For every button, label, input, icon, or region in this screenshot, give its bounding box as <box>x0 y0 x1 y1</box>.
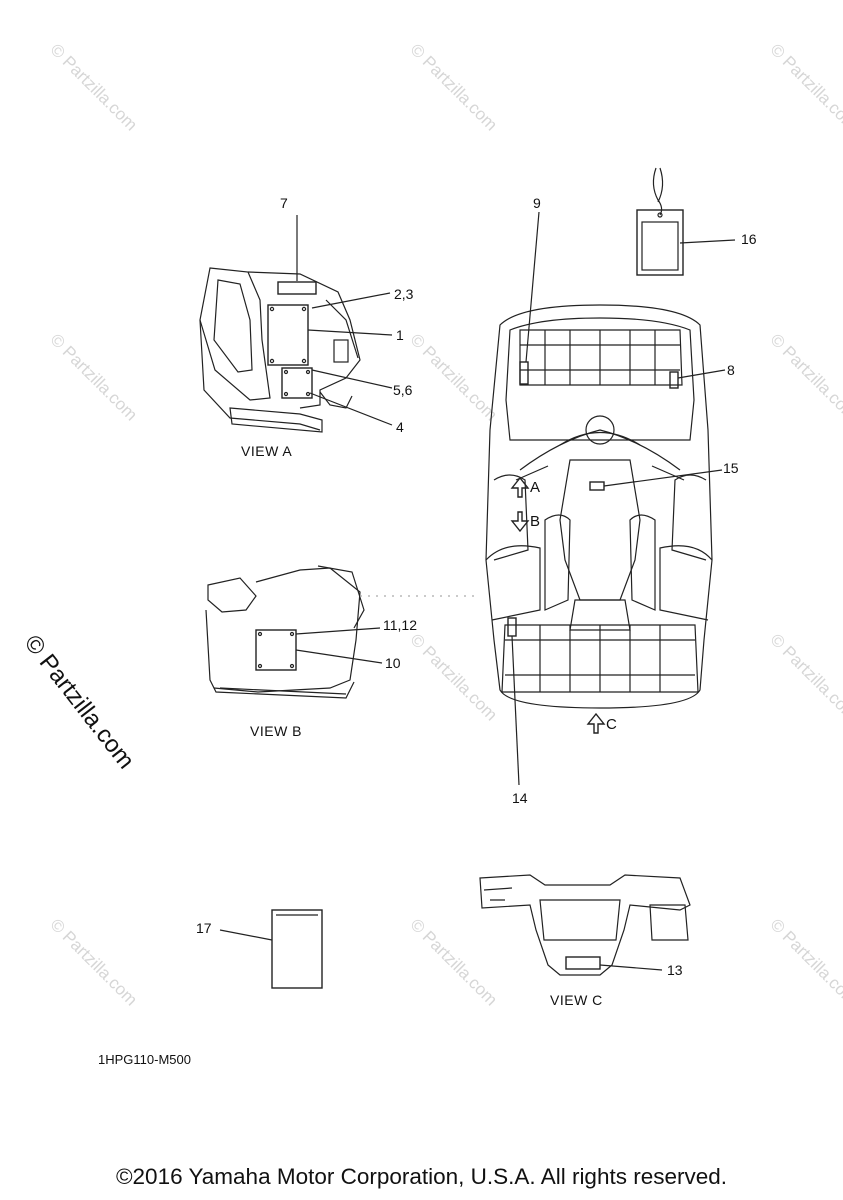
arrow-b-label: B <box>530 513 541 530</box>
callout-16: 16 <box>741 231 757 247</box>
hang-tag-drawing <box>636 167 736 276</box>
callout-1: 1 <box>396 327 404 343</box>
arrow-a-label: A <box>530 479 541 496</box>
view-b-drawing <box>205 565 480 699</box>
callout-8: 8 <box>727 362 735 378</box>
callout-7: 7 <box>280 195 288 211</box>
callout-11-12: 11,12 <box>383 617 417 633</box>
callout-10: 10 <box>385 655 401 671</box>
booklet-drawing <box>219 909 323 989</box>
callout-4: 4 <box>396 419 404 435</box>
callout-14: 14 <box>512 790 528 806</box>
callout-5-6: 5,6 <box>393 382 413 398</box>
view-c-drawing <box>479 874 691 976</box>
copyright-notice: ©2016 Yamaha Motor Corporation, U.S.A. A… <box>115 1164 728 1189</box>
view-a-label: VIEW A <box>241 443 293 459</box>
callout-2-3: 2,3 <box>394 286 414 302</box>
callout-13: 13 <box>667 962 683 978</box>
callout-17: 17 <box>196 920 212 936</box>
callout-15: 15 <box>723 460 739 476</box>
diagram-code: 1HPG110-M500 <box>98 1052 191 1067</box>
arrow-c-label: C <box>606 716 617 733</box>
view-c-label: VIEW C <box>550 992 603 1008</box>
atv-top-view-drawing <box>485 211 726 786</box>
callout-9: 9 <box>533 195 541 211</box>
view-b-label: VIEW B <box>250 723 303 739</box>
view-a-drawing <box>199 215 393 433</box>
